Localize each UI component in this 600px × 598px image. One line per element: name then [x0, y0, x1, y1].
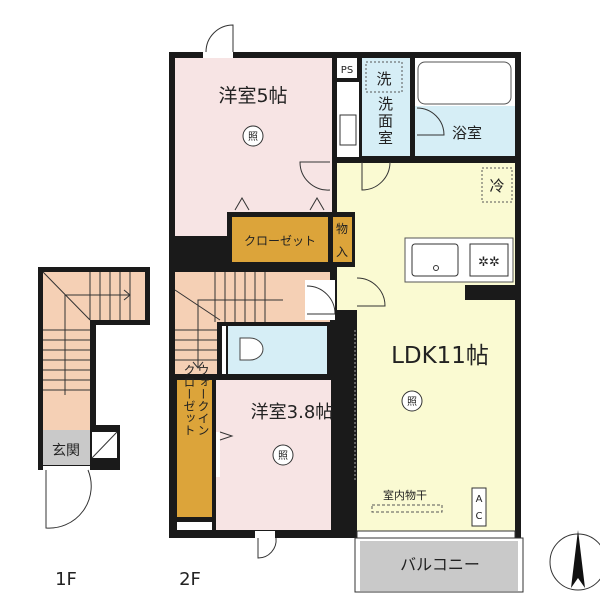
indoor-drying-label: 室内物干: [383, 488, 427, 502]
western-room-5-label: 洋室5帖: [218, 85, 287, 107]
top-door[interactable]: [203, 24, 234, 58]
air-conditioner: [471, 487, 487, 527]
walk-in-closet-label-2: クローゼット: [182, 364, 196, 436]
ldk-light-icon: [401, 390, 423, 412]
bathroom-label: 浴室: [452, 124, 482, 142]
kitchen-counter: [404, 237, 514, 283]
first-floor-stairs-top: [43, 272, 145, 320]
svg-text:照: 照: [278, 450, 288, 462]
western-room-3-8-label: 洋室3.8帖: [251, 402, 334, 423]
svg-text:物: 物: [336, 222, 348, 236]
bathroom-door[interactable]: [416, 107, 445, 136]
washing-machine-space: [365, 61, 403, 93]
walk-in-closet: [177, 380, 212, 517]
ldk-door[interactable]: [356, 277, 386, 307]
entrance-floor: [43, 430, 90, 465]
pipe-space-label: PS: [341, 65, 353, 76]
closet: [232, 217, 328, 262]
first-floor-stair-treads: [42, 271, 131, 395]
walk-in-closet-label-1: ウォークイン: [196, 364, 210, 436]
western-room-5-light-icon: [242, 125, 264, 147]
second-floor: PS 洗 浴室 冷 ✲✲ LDK11帖 照 室内物干 A C 洋室5帖 照: [169, 24, 524, 593]
bottom-door[interactable]: [255, 531, 277, 559]
sink: [411, 243, 459, 277]
svg-text:照: 照: [407, 396, 417, 408]
bathtub: [417, 61, 512, 105]
stove: [469, 243, 509, 277]
svg-text:照: 照: [248, 131, 258, 143]
washroom-label: 洗面室: [376, 96, 394, 147]
closet-label: クローゼット: [244, 234, 316, 248]
washing-machine-label: 洗: [376, 70, 391, 88]
bathroom: [415, 106, 515, 156]
svg-text:C: C: [476, 511, 483, 522]
balcony-label: バルコニー: [400, 555, 480, 574]
first-floor: 玄関 1F: [38, 267, 150, 590]
walk-in-closet-door[interactable]: [219, 431, 234, 441]
washroom-door[interactable]: [361, 161, 391, 191]
north-arrow-icon: [549, 530, 600, 591]
stove-icon: ✲✲: [478, 255, 500, 270]
svg-text:入: 入: [336, 245, 348, 259]
toilet-icon: [239, 337, 264, 361]
entrance-label: 玄関: [52, 442, 80, 459]
western-room-3-8-light-icon: [272, 444, 294, 466]
refrigerator-label: 冷: [489, 177, 504, 195]
vanity: [337, 82, 359, 157]
toilet-door[interactable]: [306, 285, 336, 315]
western-room-5-door[interactable]: [299, 161, 331, 191]
storage: [333, 217, 352, 262]
balcony-window[interactable]: [356, 530, 516, 539]
pipe-space: [337, 58, 357, 78]
first-floor-stairs: [43, 320, 90, 430]
second-floor-stairs-top: [175, 272, 330, 322]
balcony: [360, 541, 518, 591]
second-floor-stair-treads: [174, 272, 283, 369]
entrance-door[interactable]: [43, 466, 92, 529]
indoor-drying-rail: [371, 504, 443, 513]
second-floor-label: 2F: [179, 569, 201, 590]
svg-text:A: A: [476, 494, 483, 505]
closet-doors[interactable]: [234, 197, 325, 211]
first-floor-label: 1F: [55, 569, 77, 590]
ldk-label: LDK11帖: [391, 343, 489, 369]
